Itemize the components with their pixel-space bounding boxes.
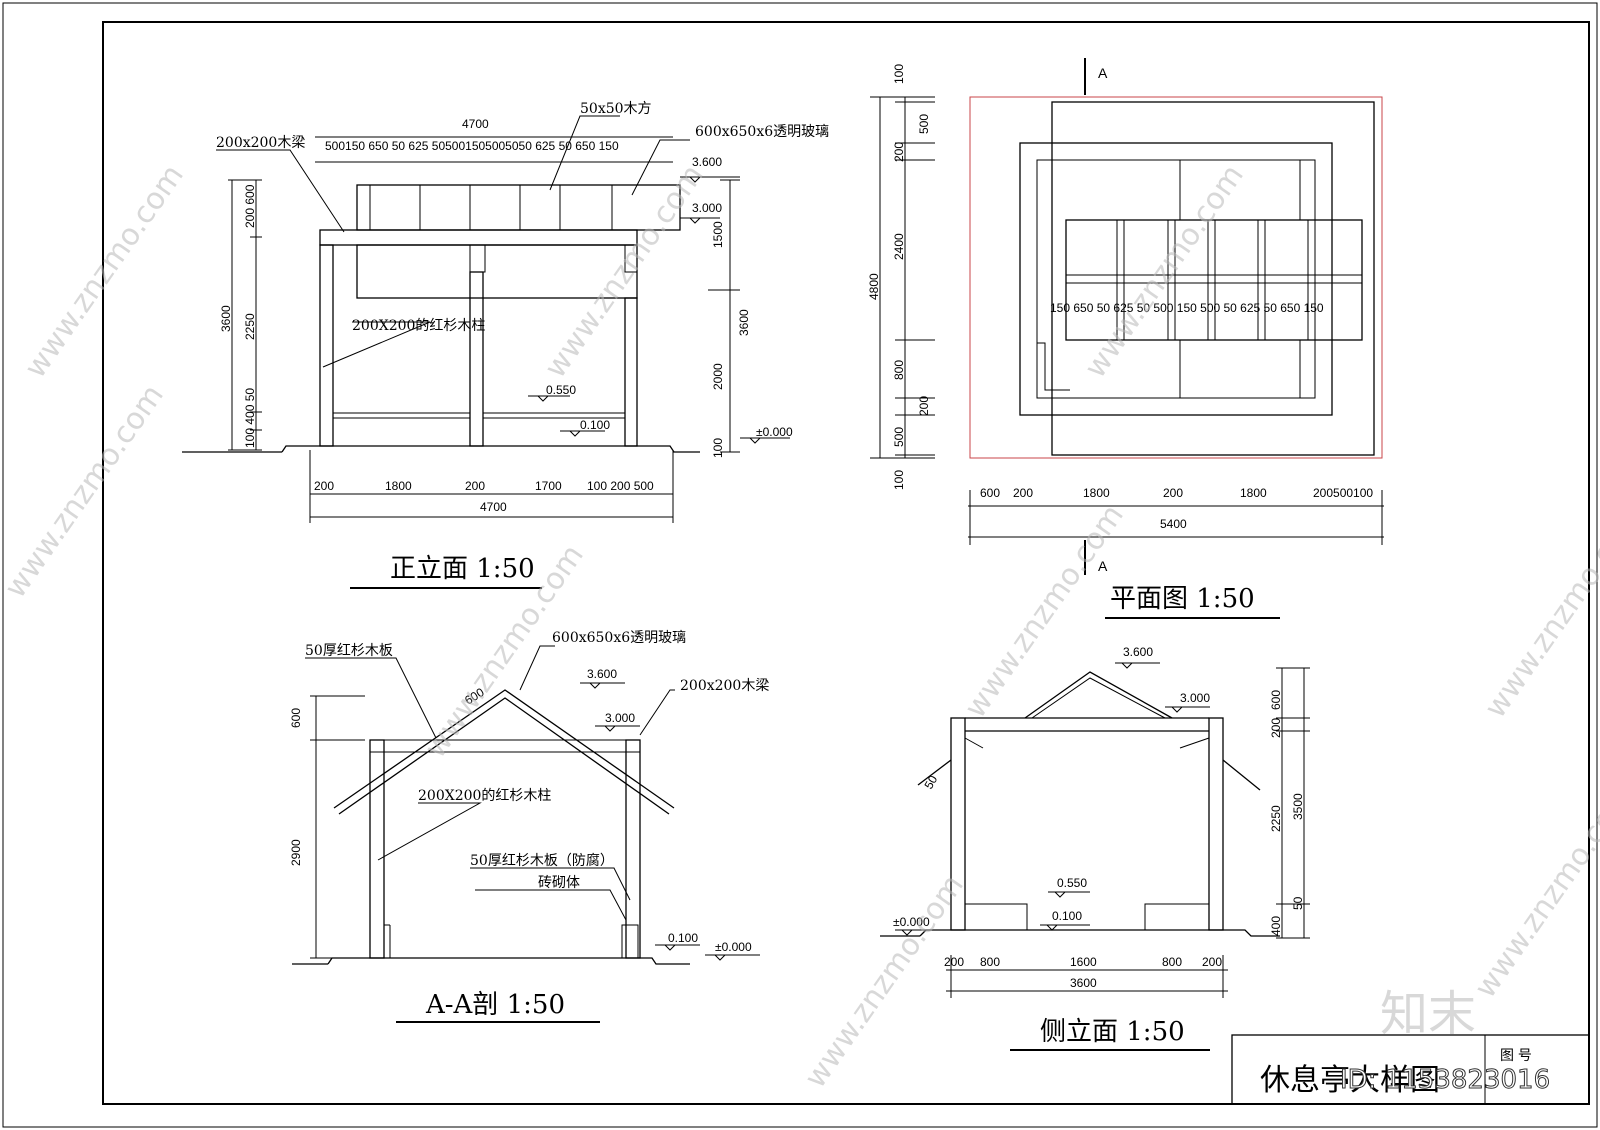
front-dim-2000: 2000: [711, 363, 725, 390]
drawing-frame: [102, 21, 1590, 1105]
front-dim-3600: 3600: [219, 305, 233, 332]
front-label-beam: 200x200木梁: [216, 135, 305, 151]
front-dim-1500: 1500: [711, 221, 725, 248]
watermark-layer: www.znzmo.com www.znzmo.com www.znzmo.co…: [0, 158, 1600, 1094]
side-dim-200: 200: [1269, 718, 1283, 738]
watermark-8: www.znzmo.com: [1478, 498, 1600, 724]
section-label-board: 50厚红杉木板: [305, 643, 393, 659]
watermark-1: www.znzmo.com: [18, 158, 191, 384]
section-dim-600: 600: [289, 708, 303, 728]
plan-dim-100b: 100: [892, 470, 906, 490]
front-level-3000: 3.000: [692, 201, 722, 215]
front-level-0000: ±0.000: [756, 425, 793, 439]
plan-dim-b4: 1800: [1240, 486, 1267, 500]
plan-dim-200a: 200: [892, 142, 906, 162]
side-dim-50b: 50: [1291, 896, 1305, 910]
plan-dim-b567: 200500100: [1313, 486, 1373, 500]
plan-section-bottom: A: [1098, 558, 1108, 574]
front-dim-600: 200 600: [243, 184, 257, 228]
plan-dim-200b: 200: [917, 396, 931, 416]
side-level-3600: 3.600: [1123, 645, 1153, 659]
side-level-0100: 0.100: [1052, 909, 1082, 923]
front-dim-100: 100: [711, 438, 725, 458]
title-block-name: 休息亭大样图: [1260, 1063, 1440, 1098]
plan-dim-4800: 4800: [867, 273, 881, 300]
section-level-3000: 3.000: [605, 711, 635, 725]
section-level-0100: 0.100: [668, 931, 698, 945]
section-label-beam: 200x200木梁: [680, 678, 769, 694]
id-text: ID: 1153823016: [1340, 1065, 1550, 1095]
front-level-0100: 0.100: [580, 418, 610, 432]
front-label-wood: 50x50木方: [580, 101, 652, 117]
side-level-0550: 0.550: [1057, 876, 1087, 890]
title-block: [1231, 1034, 1590, 1105]
plan-dim-b2: 1800: [1083, 486, 1110, 500]
front-dim-total: 4700: [480, 500, 507, 514]
section-level-3600: 3.600: [587, 667, 617, 681]
side-dim-total: 3600: [1070, 976, 1097, 990]
section-label-glass: 600x650x6透明玻璃: [552, 629, 686, 646]
front-label-glass: 600x650x6透明玻璃: [695, 123, 829, 140]
section-level-0000: ±0.000: [715, 940, 752, 954]
side-dim-b4: 200: [1202, 955, 1222, 969]
side-title: 侧立面 1:50: [1040, 1017, 1185, 1047]
side-dim-b0: 200: [944, 955, 964, 969]
side-dim-3500: 3500: [1291, 793, 1305, 820]
front-level-0550: 0.550: [546, 383, 576, 397]
section-label-brick: 砖砌体: [538, 875, 580, 891]
side-level-3000: 3.000: [1180, 691, 1210, 705]
front-label-column: 200X200的红杉木柱: [352, 318, 485, 334]
plan-dim-total: 5400: [1160, 517, 1187, 531]
side-dim-2250: 2250: [1269, 805, 1283, 832]
plan-dim-500b: 500: [892, 427, 906, 447]
side-level-0000: ±0.000: [893, 915, 930, 929]
section-aa: [292, 645, 760, 1023]
front-dim-2250: 2250: [243, 313, 257, 340]
side-dim-b2: 1600: [1070, 955, 1097, 969]
plan-dim-b1: 200: [1013, 486, 1033, 500]
side-dim-b3: 800: [1162, 955, 1182, 969]
side-dim-400: 400: [1269, 916, 1283, 936]
plan-dim-2400: 2400: [892, 233, 906, 260]
side-elevation: [880, 662, 1310, 1051]
watermark-6: www.znzmo.com: [958, 498, 1131, 724]
front-dim-b0: 200: [314, 479, 334, 493]
watermark-5: www.znzmo.com: [1078, 158, 1251, 384]
front-dim-right-3600: 3600: [737, 309, 751, 336]
plan-dim-100a: 100: [892, 64, 906, 84]
side-dim-b1: 800: [980, 955, 1000, 969]
plan-view: [870, 58, 1384, 619]
front-dim-b2: 200: [465, 479, 485, 493]
watermark-9: www.znzmo.com: [1468, 778, 1600, 1004]
watermark-logo: 知末: [1380, 986, 1476, 1042]
plan-dim-800: 800: [892, 360, 906, 380]
watermark-2: www.znzmo.com: [0, 378, 171, 604]
front-title: 正立面 1:50: [390, 554, 535, 584]
plan-dim-b0: 600: [980, 486, 1000, 500]
front-level-3600: 3.600: [692, 155, 722, 169]
title-block-number: 图 号: [1500, 1047, 1532, 1063]
plan-section-top: A: [1098, 65, 1108, 81]
plan-dim-500a: 500: [917, 114, 931, 134]
plan-mid-dims: 150 650 50 625 50 500 150 500 50 625 50 …: [1050, 301, 1324, 315]
section-title: A-A剖 1:50: [425, 990, 565, 1020]
front-top-dims: 500150 650 50 625 505001505005050 625 50…: [325, 139, 619, 153]
front-top-total: 4700: [462, 117, 489, 131]
front-dim-small: 100 400 50: [243, 388, 257, 448]
section-dim-2900: 2900: [289, 839, 303, 866]
front-dim-b3: 1700: [535, 479, 562, 493]
side-dim-50: 50: [921, 773, 940, 792]
front-dim-b1: 1800: [385, 479, 412, 493]
plan-dim-b3: 200: [1163, 486, 1183, 500]
watermark-7: www.znzmo.com: [798, 868, 971, 1094]
section-label-column: 200X200的红杉木柱: [418, 788, 551, 804]
side-dim-600: 600: [1269, 690, 1283, 710]
plan-title: 平面图 1:50: [1110, 584, 1255, 614]
front-dim-b456: 100 200 500: [587, 479, 654, 493]
section-label-seat: 50厚红杉木板（防腐）: [470, 852, 614, 869]
front-elevation: [182, 115, 790, 589]
